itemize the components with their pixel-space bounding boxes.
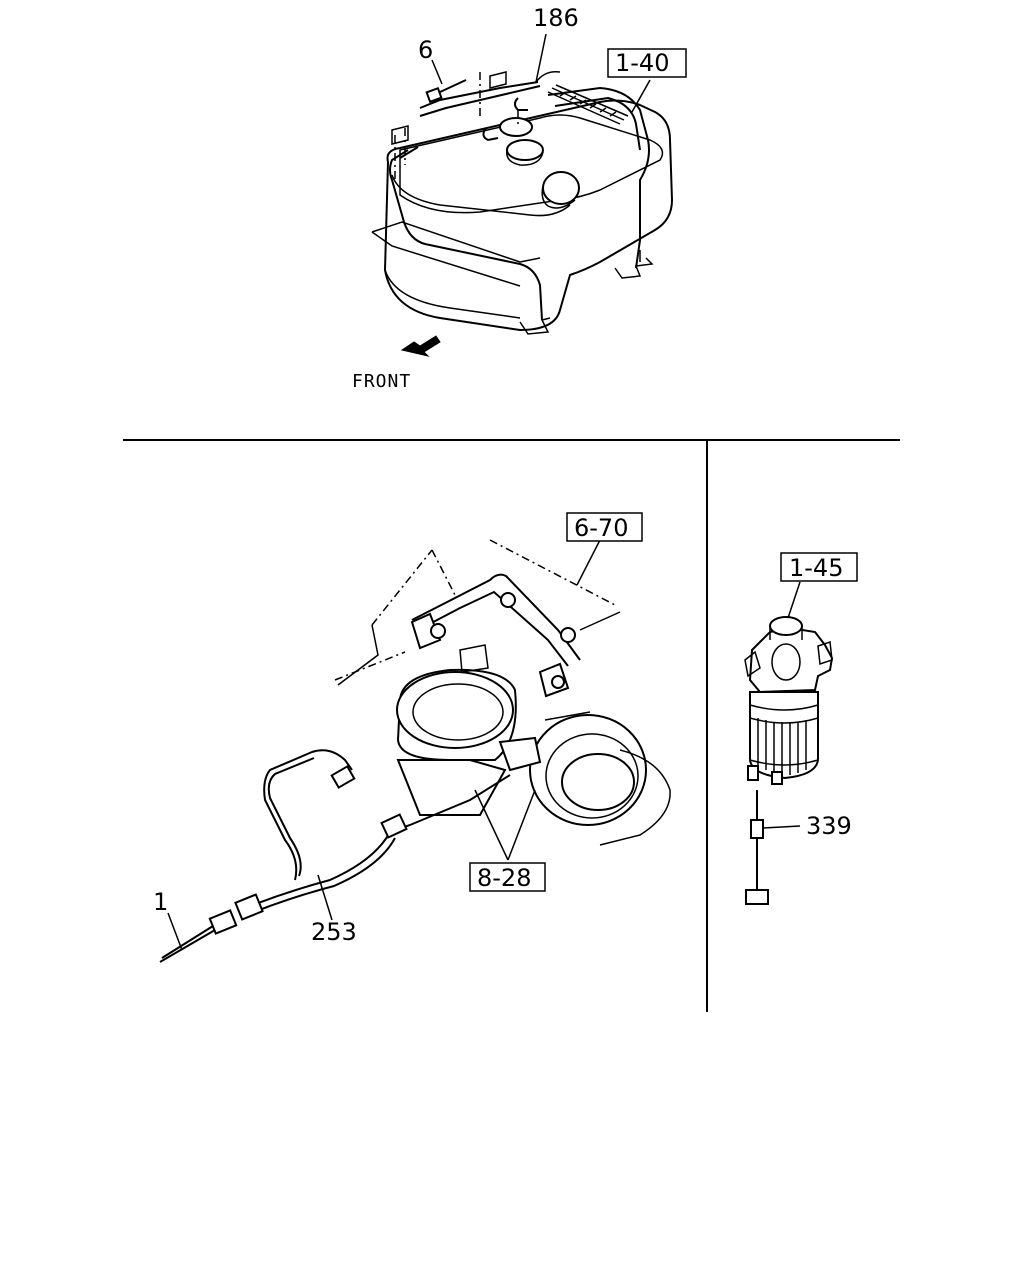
label-1: 1 <box>153 888 168 916</box>
ref-1-45: 1-45 <box>789 554 843 582</box>
ref-box-1-40 <box>607 48 687 78</box>
label-253: 253 <box>311 918 357 946</box>
fuel-filter-illustration <box>744 581 834 905</box>
ref-1-40: 1-40 <box>615 49 669 77</box>
ref-6-70: 6-70 <box>574 514 628 542</box>
label-339: 339 <box>806 812 852 840</box>
front-label: FRONT <box>352 371 411 392</box>
ref-box-8-28 <box>469 862 546 892</box>
ref-8-28: 8-28 <box>477 864 531 892</box>
ref-box-1-45 <box>780 552 858 582</box>
front-arrow-icon <box>400 335 441 357</box>
label-6: 6 <box>418 36 433 64</box>
horn-assembly-illustration <box>159 539 671 963</box>
ref-box-6-70 <box>566 512 643 542</box>
label-186: 186 <box>533 4 579 32</box>
fuel-tank-illustration <box>371 33 674 357</box>
